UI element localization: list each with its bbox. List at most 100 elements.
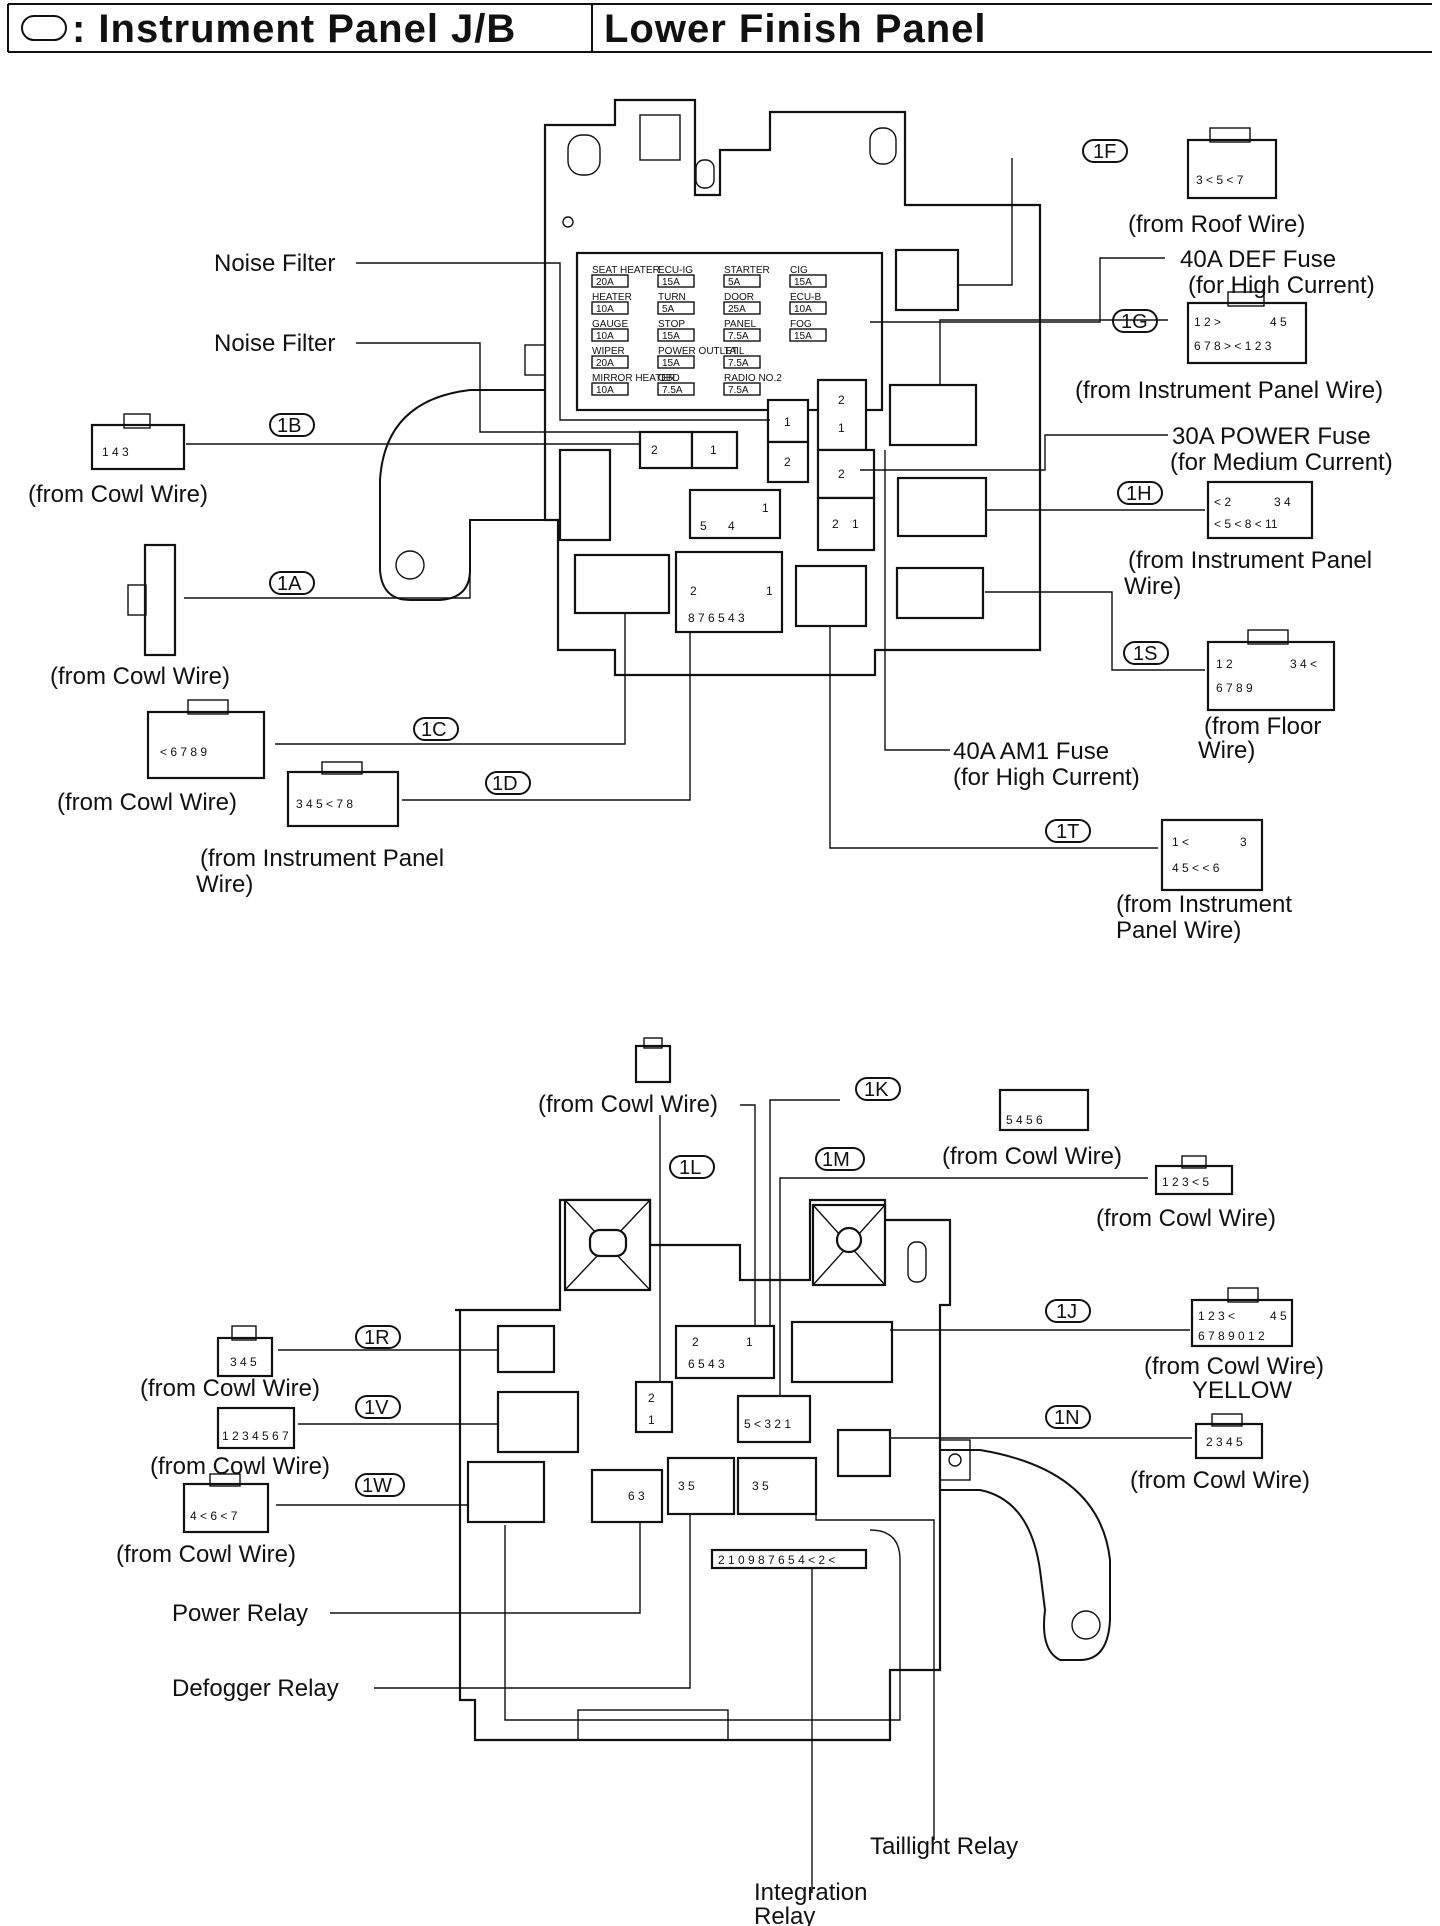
svg-text:1 <: 1 < bbox=[1172, 835, 1189, 849]
src-1k: (from Cowl Wire) bbox=[942, 1143, 1122, 1170]
svg-text:1D: 1D bbox=[492, 773, 518, 795]
svg-text:3 5: 3 5 bbox=[752, 1479, 769, 1493]
connector-1v-drawing: 1 2 3 4 5 6 7 bbox=[216, 1406, 296, 1450]
tag-1n: 1N bbox=[1045, 1405, 1091, 1429]
svg-text:1L: 1L bbox=[679, 1157, 701, 1179]
svg-text:1 2 3 <: 1 2 3 < bbox=[1198, 1309, 1235, 1323]
src-1n: (from Cowl Wire) bbox=[1130, 1467, 1310, 1494]
svg-text:1: 1 bbox=[648, 1413, 655, 1427]
socket-1w bbox=[466, 1460, 546, 1524]
top-leader-lines bbox=[184, 158, 1205, 849]
noise-filter-label-2: Noise Filter bbox=[214, 330, 335, 357]
fuse-body bbox=[657, 301, 695, 315]
fuse-rating: 10A bbox=[596, 385, 614, 396]
svg-text:1J: 1J bbox=[1056, 1301, 1077, 1323]
connector-1w-drawing: 4 < 6 < 7 bbox=[182, 1473, 270, 1534]
src-1v: (from Cowl Wire) bbox=[150, 1453, 330, 1480]
svg-text:6 7 8 9 0 1 2: 6 7 8 9 0 1 2 bbox=[1198, 1329, 1265, 1343]
src-1h-line2: Wire) bbox=[1124, 573, 1181, 600]
fuse-name: SEAT HEATER bbox=[592, 265, 660, 276]
svg-text:1 2 >: 1 2 > bbox=[1194, 315, 1221, 329]
svg-text:4 5: 4 5 bbox=[1270, 315, 1287, 329]
tag-1g: 1G bbox=[1112, 309, 1158, 333]
fuse-name: PANEL bbox=[724, 319, 756, 330]
connector-1k-drawing: 5 4 5 6 bbox=[998, 1088, 1090, 1132]
integration-relay bbox=[710, 1548, 868, 1570]
svg-text:1: 1 bbox=[746, 1335, 753, 1349]
fuse-body bbox=[657, 382, 695, 396]
power-fuse-sub: (for Medium Current) bbox=[1170, 449, 1393, 476]
socket-1g bbox=[888, 383, 978, 447]
fuse-body bbox=[591, 355, 629, 369]
fuse-rating: 10A bbox=[596, 331, 614, 342]
power-fuse-label: 30A POWER Fuse bbox=[1172, 423, 1371, 450]
power-relay-label: Power Relay bbox=[172, 1600, 308, 1627]
tag-1h: 1H bbox=[1117, 481, 1163, 505]
fuse-body bbox=[657, 274, 695, 288]
fuse-rating: 5A bbox=[728, 277, 741, 288]
svg-text:4: 4 bbox=[728, 519, 735, 533]
socket-1l bbox=[634, 1380, 674, 1434]
fuse-rating: 20A bbox=[596, 277, 614, 288]
svg-text:1S: 1S bbox=[1133, 643, 1157, 665]
connector-1t-drawing: 1 <3 4 5 < < 6 bbox=[1160, 818, 1264, 892]
fuse-name: STARTER bbox=[724, 265, 770, 276]
src-1j-color: YELLOW bbox=[1192, 1377, 1292, 1404]
svg-text:1N: 1N bbox=[1054, 1407, 1080, 1429]
fuse-body bbox=[723, 274, 761, 288]
connector-1d-drawing: 3 4 5 < 7 8 bbox=[286, 761, 400, 828]
am1-fuse-sub: (for High Current) bbox=[953, 764, 1140, 791]
socket-1b bbox=[688, 488, 782, 540]
fuse-body bbox=[723, 355, 761, 369]
svg-text:1T: 1T bbox=[1056, 821, 1079, 843]
fuse-rating: 15A bbox=[662, 277, 680, 288]
tag-1d: 1D bbox=[485, 771, 531, 795]
socket-1n bbox=[836, 1428, 892, 1478]
fuse-body bbox=[591, 382, 629, 396]
svg-text:3 4 5: 3 4 5 bbox=[230, 1355, 257, 1369]
svg-text:1 4 3: 1 4 3 bbox=[102, 445, 129, 459]
relay-cell bbox=[816, 448, 876, 500]
svg-text:2: 2 bbox=[832, 517, 839, 531]
svg-text:3: 3 bbox=[1240, 835, 1247, 849]
svg-text:1F: 1F bbox=[1093, 141, 1116, 163]
fuse-body bbox=[591, 274, 629, 288]
noise-filter bbox=[690, 430, 739, 470]
connector-1l-drawing bbox=[634, 1037, 672, 1084]
fuse-name: WIPER bbox=[592, 346, 625, 357]
svg-text:6 7 8 > < 1 2 3: 6 7 8 > < 1 2 3 bbox=[1194, 339, 1272, 353]
fuse-name: MIRROR HEATER bbox=[592, 373, 675, 384]
fuse-name: CIG bbox=[790, 265, 808, 276]
integration-relay-label-1: Integration bbox=[754, 1879, 867, 1906]
svg-text:2 1 0 9 8 7 6 5 4 < 2 <: 2 1 0 9 8 7 6 5 4 < 2 < bbox=[718, 1553, 835, 1567]
svg-text:1H: 1H bbox=[1126, 483, 1152, 505]
fuse-body bbox=[591, 301, 629, 315]
fuse-body bbox=[789, 301, 827, 315]
taillight-relay-label: Taillight Relay bbox=[870, 1833, 1018, 1860]
defogger-relay bbox=[666, 1456, 736, 1516]
svg-text:1A: 1A bbox=[277, 573, 302, 595]
svg-text:2: 2 bbox=[784, 455, 791, 469]
src-1r: (from Cowl Wire) bbox=[140, 1375, 320, 1402]
connector-1m-drawing: 1 2 3 < 5 bbox=[1154, 1155, 1234, 1196]
fuse-rating: 15A bbox=[794, 277, 812, 288]
svg-text:< 5 < 8 < 11: < 5 < 8 < 11 bbox=[1214, 517, 1278, 531]
svg-text:1: 1 bbox=[852, 517, 859, 531]
svg-text:1: 1 bbox=[762, 501, 769, 515]
svg-text:2: 2 bbox=[838, 393, 845, 407]
tag-1w: 1W bbox=[355, 1473, 405, 1497]
fuse-14: RADIO NO.27.5A bbox=[723, 373, 782, 396]
relay-cell bbox=[766, 440, 810, 484]
svg-text:1 2: 1 2 bbox=[1216, 657, 1233, 671]
fuse-body bbox=[657, 355, 695, 369]
noise-filter bbox=[638, 430, 694, 470]
socket-1t bbox=[794, 564, 868, 628]
fuse-name: RADIO NO.2 bbox=[724, 373, 782, 384]
